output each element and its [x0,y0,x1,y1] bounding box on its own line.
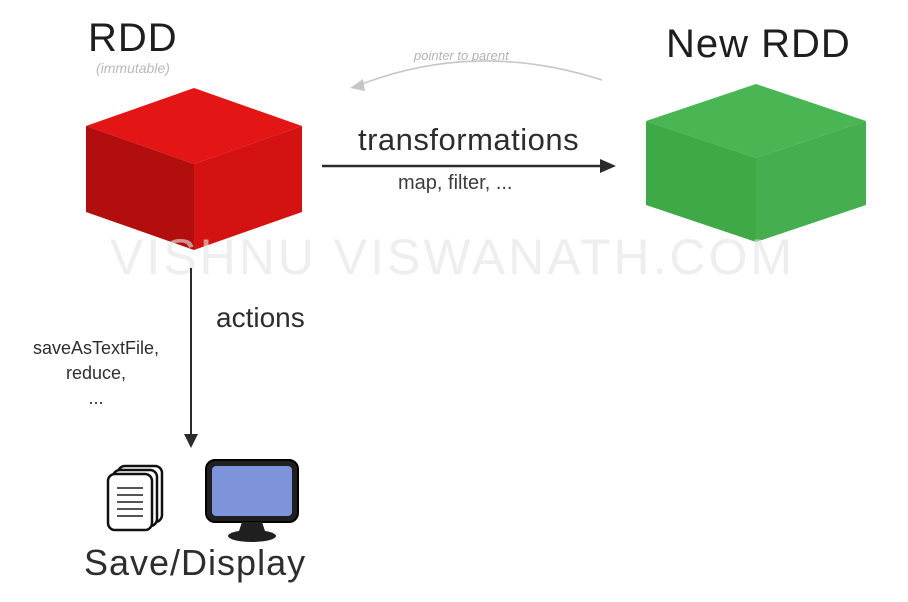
actions-example-save-as-text-file: saveAsTextFile, [32,338,160,358]
rdd-cube-right-face [194,126,302,250]
actions-arrow [184,268,198,448]
new-rdd-cube-right-face [756,121,866,242]
new-rdd-cube-left-face [646,121,756,242]
actions-examples: saveAsTextFile, reduce, ... [8,336,184,411]
new-rdd-cube [646,84,866,242]
new-rdd-title: New RDD [666,22,851,66]
transformations-examples: map, filter, ... [398,172,513,194]
rdd-cube [86,88,302,250]
rdd-cube-left-face [86,126,194,250]
transformations-arrow [322,159,616,173]
actions-label: actions [216,302,305,333]
actions-example-ellipsis: ... [88,388,104,408]
rdd-subtitle: (immutable) [96,60,170,76]
pointer-to-parent-arrow [350,60,603,91]
rdd-title: RDD [88,16,178,60]
monitor-screen [212,466,292,516]
save-display-label: Save/Display [84,542,307,583]
transformations-label: transformations [358,122,580,157]
monitor-icon [205,459,299,542]
actions-example-reduce: reduce, [65,363,127,383]
pointer-to-parent-label: pointer to parent [414,48,509,63]
documents-icon [106,464,164,532]
